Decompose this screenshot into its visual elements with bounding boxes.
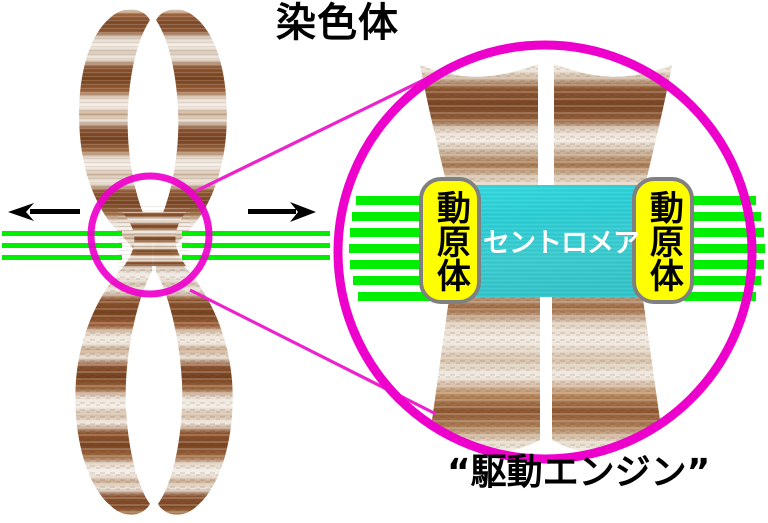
magnified-microtubules-left [349,196,430,301]
kinetochore-box-right: 動原体 [632,177,694,304]
zoom-texture-ul [420,64,538,190]
chromatid-texture-lr [156,238,233,515]
kinetochore-label-right: 動原体 [643,189,684,292]
chromatid-texture-ul [79,9,152,268]
magnified-microtubules-right [684,196,765,301]
magnified-view-circle [333,40,757,464]
chromatid-texture-ur [154,9,227,268]
zoom-texture-lr [552,292,660,454]
centromere-label: セントロメア [483,228,640,259]
magnified-chromatids [420,62,672,462]
zoom-texture-ll [432,292,540,454]
kinetochore-label-left: 動原体 [430,189,471,292]
overview-microtubules-left [2,231,122,260]
kinetochore-box-left: 動原体 [419,177,481,304]
pull-arrow-right [248,202,316,222]
overview-highlight-circle [87,172,213,298]
chromatid-gap-lower [542,300,551,462]
chromatid-texture-ll [75,238,152,515]
centromere-block [450,185,640,297]
chromatid-gap-upper [541,62,549,170]
page-title: 染色体 [276,0,399,46]
pull-arrow-left [8,203,80,221]
overview-chromosome [75,9,233,515]
overview-microtubules-right [182,231,330,260]
waist-texture [118,206,190,274]
figure-caption: “駆動エンジン” [447,452,711,493]
zoom-texture-ur [554,64,672,190]
